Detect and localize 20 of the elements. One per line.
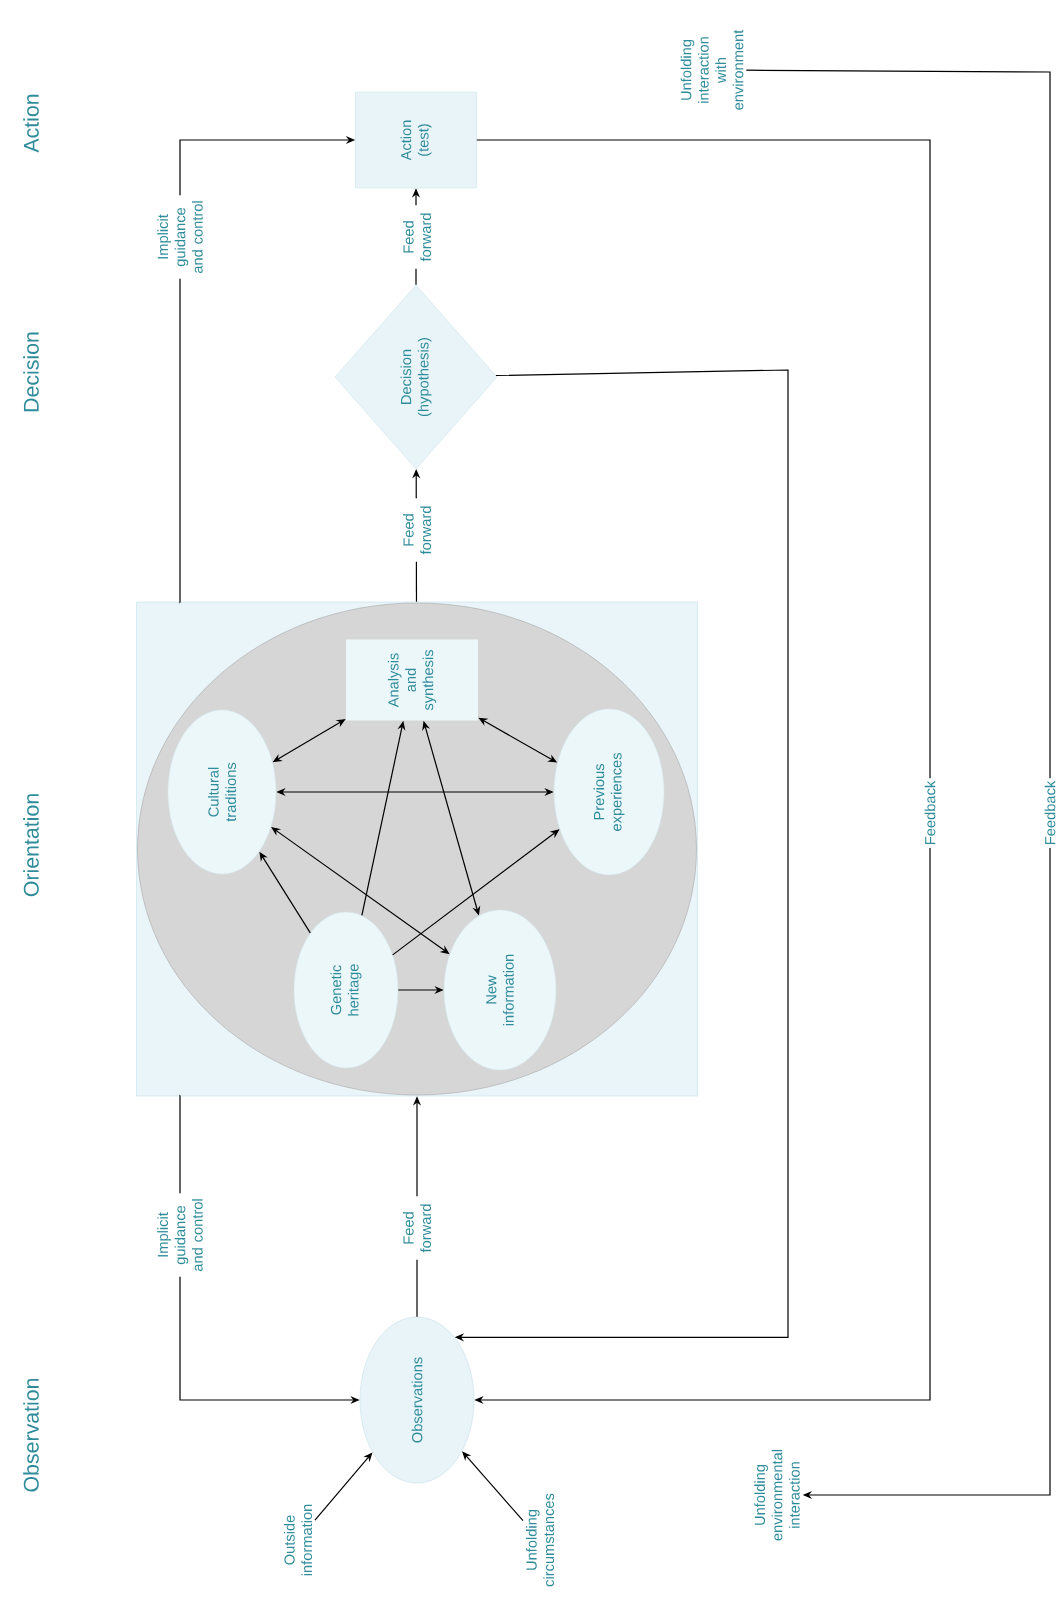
column-heading: Orientation (23, 794, 39, 897)
input-text: Outside information (283, 1504, 313, 1576)
process-box: Analysis and synthesis (346, 639, 478, 721)
arrow (314, 1452, 373, 1521)
action-box: Action (test) (355, 91, 477, 189)
column-heading: Action (23, 94, 39, 153)
edge-label: Feed forward (400, 205, 434, 269)
arrow (462, 1451, 524, 1522)
column-heading: Decision (23, 332, 39, 412)
edge-label: Feed forward (400, 498, 434, 562)
output-text: Unfolding environmental interaction (754, 1449, 800, 1541)
output-text: Unfolding interaction with environment (680, 29, 744, 110)
column-heading: Observation (23, 1378, 39, 1492)
edge-label: Implicit guidance and control (154, 195, 206, 279)
edge-label: Implicit guidance and control (154, 1193, 206, 1277)
edge-label: Feed forward (400, 1196, 434, 1260)
edge-label: Feedback (1041, 778, 1059, 848)
input-text: Unfolding circumstances (525, 1493, 555, 1587)
arrow (745, 69, 1051, 1500)
edge-label: Feedback (921, 778, 939, 848)
